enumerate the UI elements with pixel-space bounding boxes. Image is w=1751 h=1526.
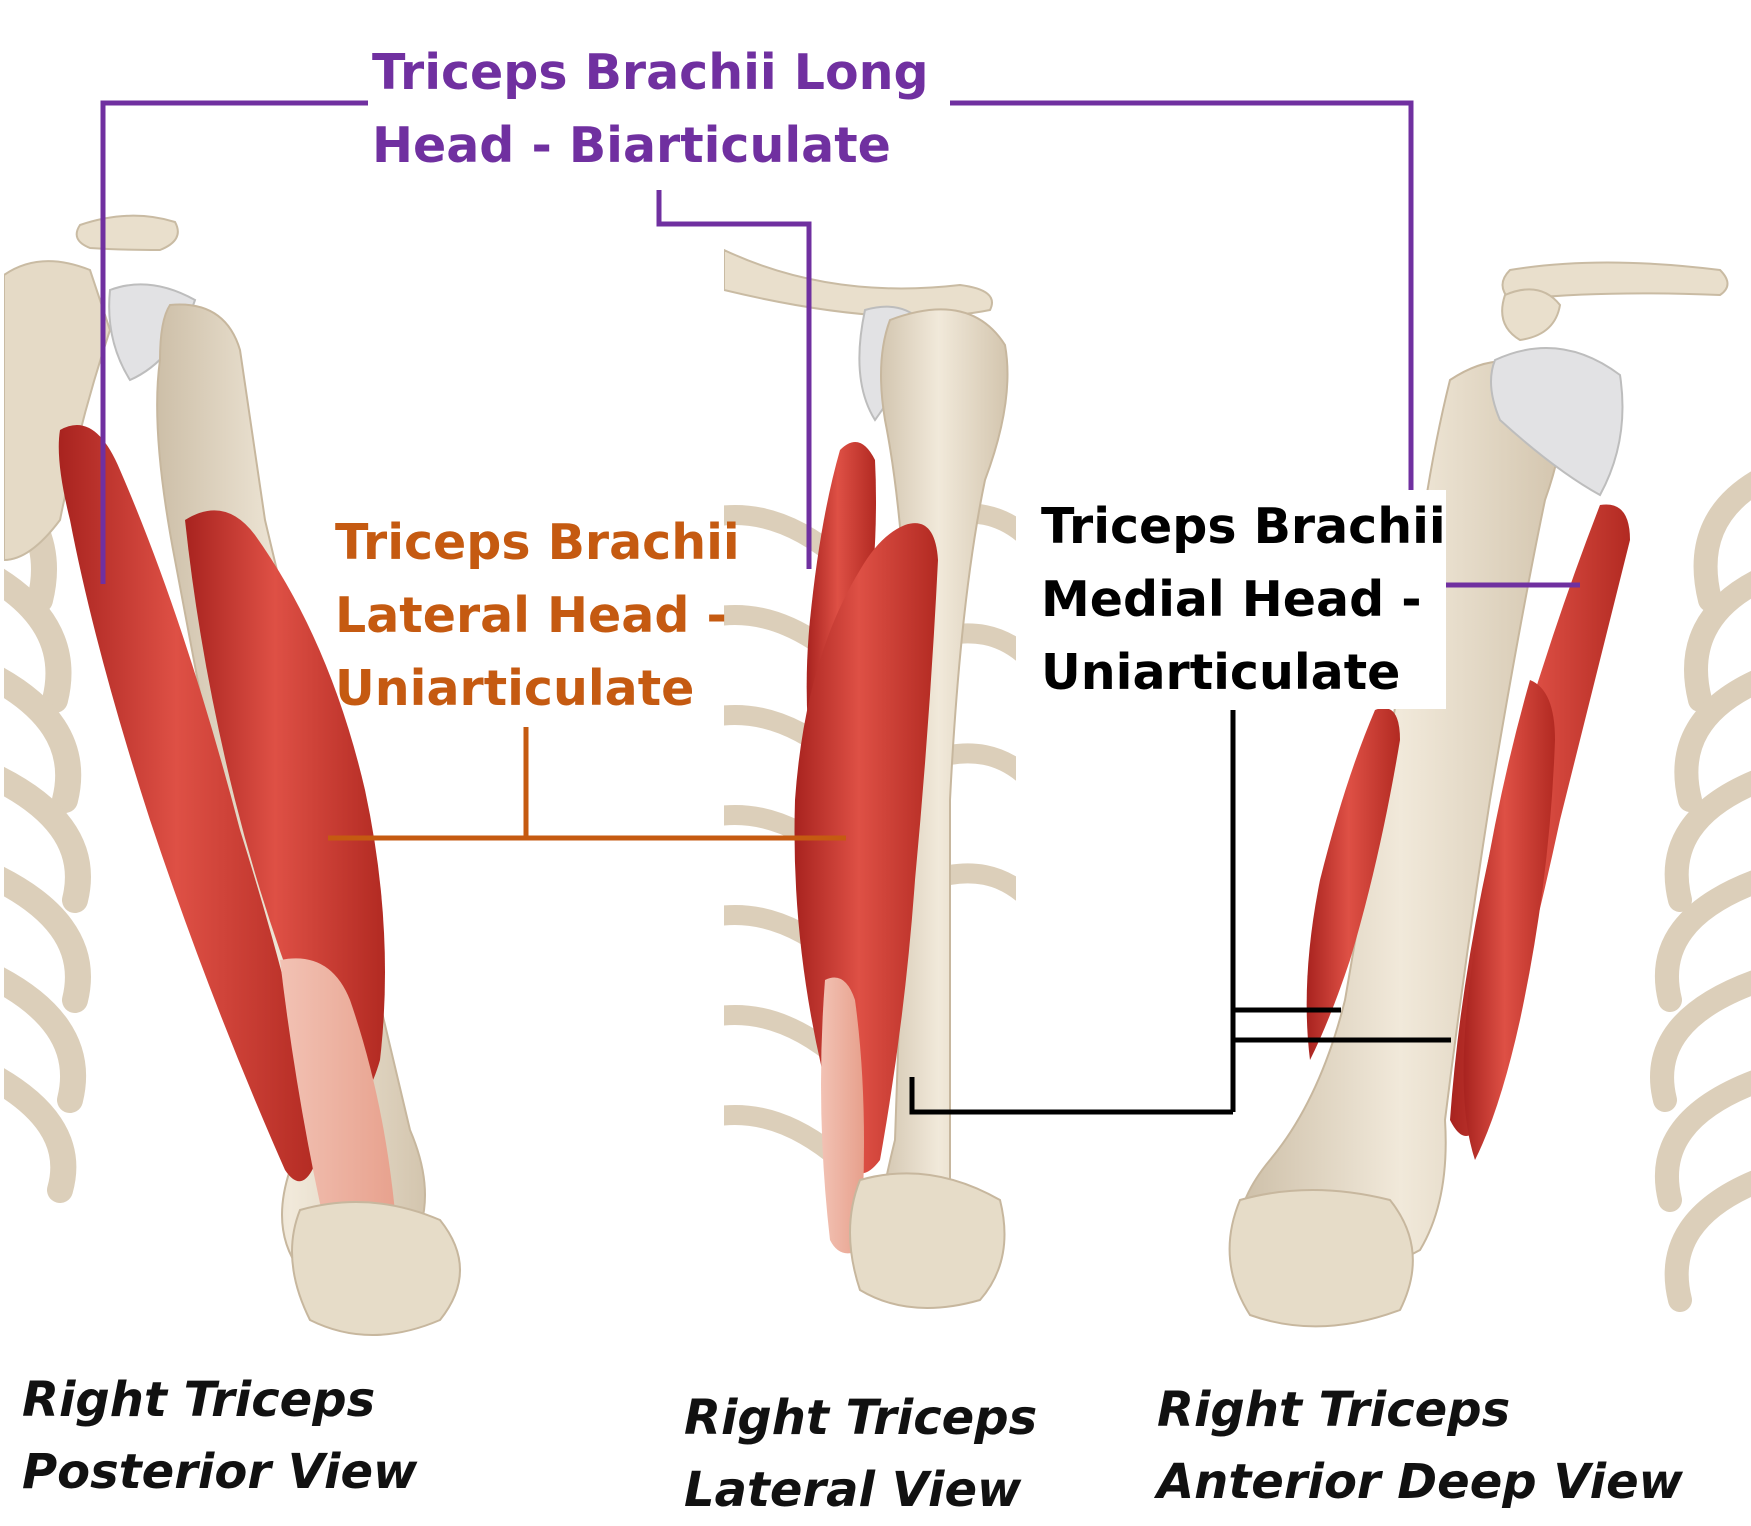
lateral-elbow [849,1172,1006,1309]
anterior-view-caption: Right Triceps Anterior Deep View [1157,1374,1683,1518]
medial-head-label: Triceps Brachii Medial Head - Uniarticul… [1041,490,1446,709]
medial-head-label-line2: Medial Head - [1041,571,1422,628]
lateral-head-label: Triceps Brachii Lateral Head - Uniarticu… [335,506,740,725]
lateral-triceps-tendon [821,977,864,1254]
lateral-view-caption: Right Triceps Lateral View [684,1382,1037,1526]
posterior-elbow [291,1201,461,1336]
posterior-long-head-muscle [58,425,320,1182]
medial-head-leader-lateral [909,1077,1233,1115]
anterior-medial-head-muscle-medial [1463,680,1555,1160]
lateral-clavicle [724,248,993,318]
lateral-head-leader-lines [328,727,846,841]
lateral-head-label-line1: Triceps Brachii [335,514,740,571]
posterior-view-caption: Right Triceps Posterior View [22,1364,417,1508]
long-head-label-line2: Head - Biarticulate [372,117,891,174]
anterior-view-illustration [1228,261,1751,1328]
long-head-leader-lateral [656,190,812,569]
anterior-elbow [1228,1189,1414,1328]
lateral-caption-line2: Lateral View [684,1462,1022,1518]
posterior-acromion [75,214,179,252]
lateral-head-label-line3: Uniarticulate [335,660,695,717]
long-head-leader-posterior [100,100,368,584]
posterior-rib-cage [4,470,91,1203]
anterior-caption-line2: Anterior Deep View [1157,1454,1683,1510]
lateral-head-label-line2: Lateral Head - [335,587,727,644]
lateral-caption-line1: Right Triceps [684,1390,1038,1446]
posterior-scapula [4,260,112,562]
long-head-leader-lines [100,100,1580,588]
anterior-coracoid [1501,288,1562,342]
posterior-lateral-head-muscle [185,510,385,1101]
medial-head-label-line3: Uniarticulate [1041,644,1401,701]
medial-head-leader-lines [909,710,1451,1115]
posterior-caption-line1: Right Triceps [22,1372,376,1428]
long-head-leader-anterior [950,100,1580,588]
lateral-view-illustration [724,248,1016,1309]
medial-head-label-line1: Triceps Brachii [1041,498,1446,555]
posterior-view-illustration [4,214,461,1336]
posterior-caption-line2: Posterior View [22,1444,418,1500]
anterior-humeral-head-cartilage [1490,347,1624,497]
anterior-rib-cage [1650,471,1751,1312]
long-head-label: Triceps Brachii Long Head - Biarticulate [372,36,929,182]
anterior-caption-line1: Right Triceps [1157,1382,1511,1438]
long-head-label-line1: Triceps Brachii Long [372,44,929,101]
anterior-medial-head-muscle-lateral [1306,708,1400,1060]
